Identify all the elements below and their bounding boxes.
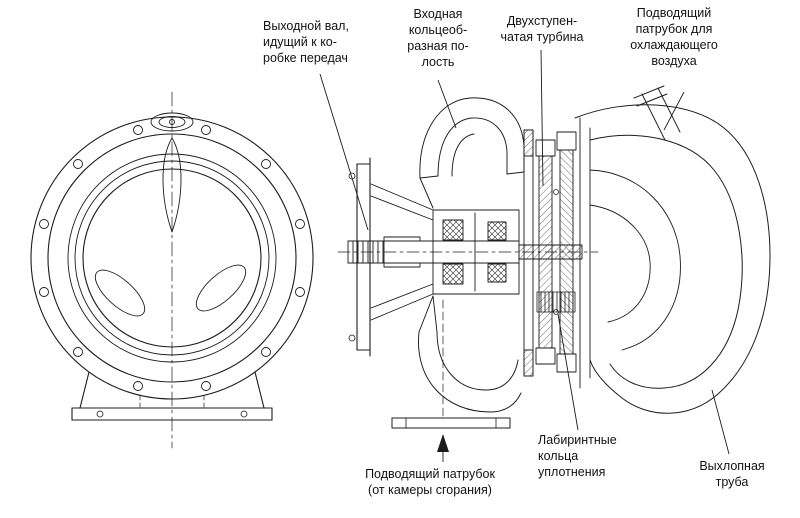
leader-exhaust [711,389,730,455]
labyrinth-seal-rings [536,291,576,313]
bearing-housing [432,209,520,295]
label-exhaust-pipe: Выхлопная труба [699,459,765,489]
bolt-holes [39,125,305,391]
label-labyrinth-seal-rings: Лабиринтные кольца уплотнения [538,433,617,479]
bearing-block [442,263,464,285]
turbine-casing-plate [523,129,534,377]
leader-labyrinth [557,313,579,431]
outer-casing-ring [30,116,314,400]
cross-section-view [337,85,771,429]
blade-row [556,131,577,151]
label-inlet-annular-cavity: Входная кольцеоб- разная по- лость [407,7,469,69]
turbine-disc-2 [559,149,574,355]
leader-output-shaft [319,73,369,231]
gear-housing-cone [370,183,434,321]
front-view [30,91,314,449]
cooling-air-pipe [633,85,681,141]
leader-cooling-pipe [663,91,685,131]
flange-ring [47,133,297,383]
label-combustion-supply-pipe: Подводящий патрубок (от камеры сгорания) [365,467,495,497]
inlet-annular-cavity [419,97,525,209]
combustion-supply-scroll [391,295,522,429]
inner-ring-1 [67,153,277,363]
bearing-block [487,263,507,283]
label-cooling-air-pipe: Подводящий патрубок для охлаждающего воз… [630,6,718,68]
top-shaft-fitting [150,112,194,132]
blade-row [535,347,556,365]
leader-inlet-cavity [437,79,457,129]
combustion-flow-arrow [437,434,449,452]
turbine-disc-1 [538,155,553,349]
label-output-shaft: Выходной вал, идущий к ко- робке передач [263,19,349,65]
inner-port-right [195,264,247,312]
inner-ring-2 [74,160,270,356]
bore-ring [82,168,262,348]
inner-vane [162,137,182,233]
exhaust-duct [574,104,771,414]
blade-row [535,139,556,157]
mounting-flange [348,157,371,357]
bearing-block [442,219,464,241]
blade-row [556,353,577,373]
bearing-block [487,221,507,241]
leader-turbine [540,49,544,187]
label-two-stage-turbine: Двухступен- чатая турбина [500,14,584,44]
mounting-base [71,371,273,421]
inner-port-left [94,269,146,317]
